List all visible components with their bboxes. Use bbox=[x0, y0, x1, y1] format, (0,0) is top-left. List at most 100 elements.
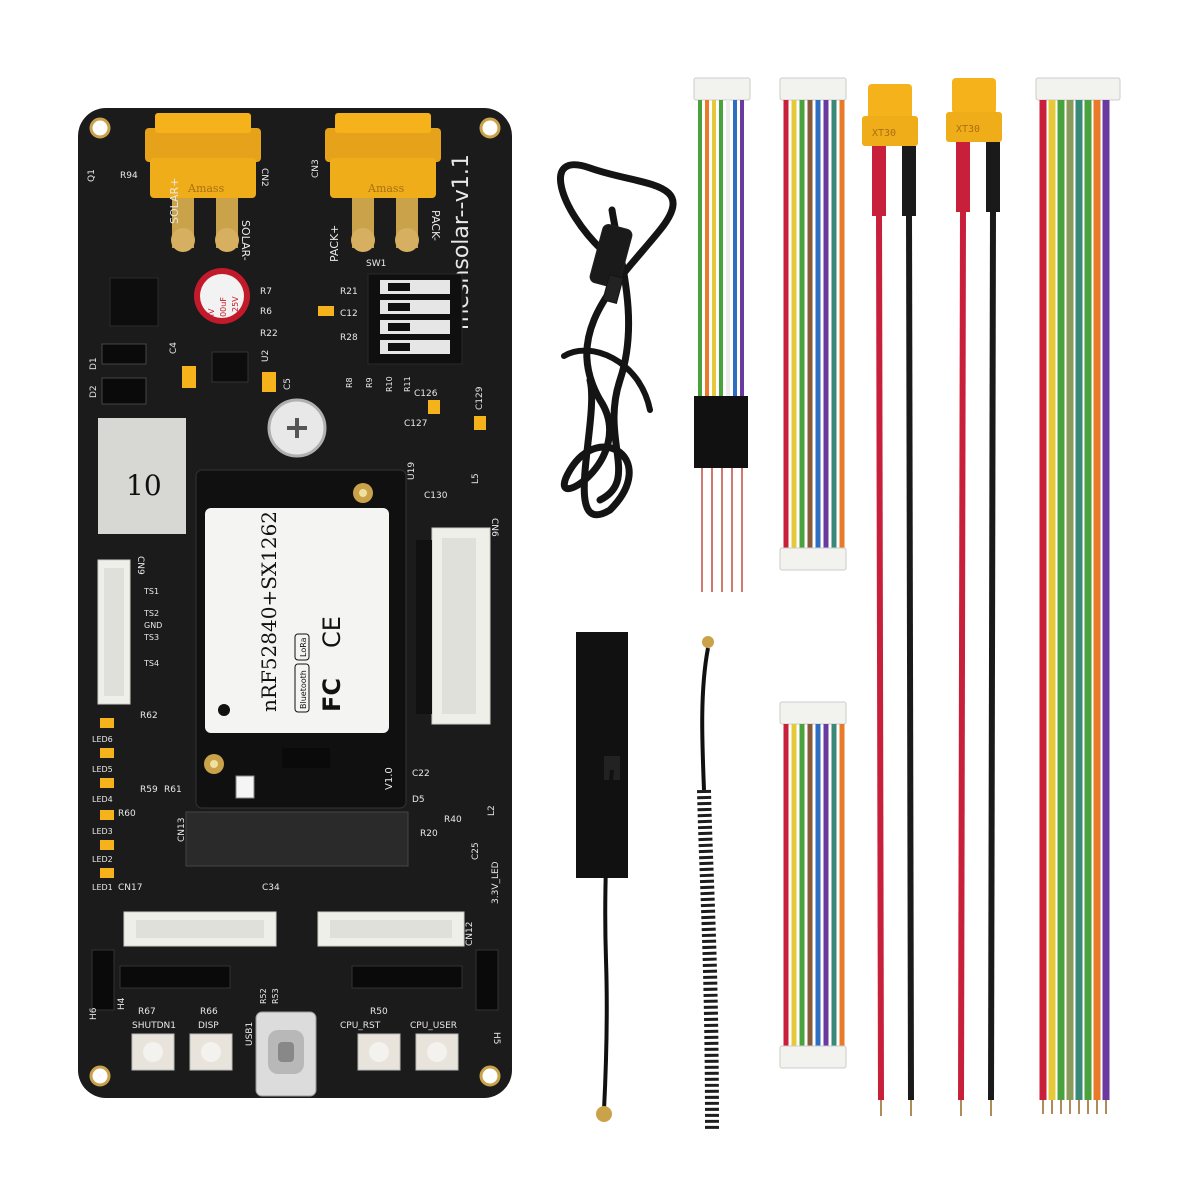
fcc-text: FC bbox=[318, 678, 346, 712]
silk-ts3: TS3 bbox=[143, 633, 159, 642]
right-vertical-header bbox=[416, 527, 491, 725]
bottom-right-header bbox=[317, 911, 465, 947]
silk-c5: C5 bbox=[283, 378, 293, 390]
silk-r7: R7 bbox=[260, 287, 272, 297]
xt30-solar-connector: Amass bbox=[145, 113, 261, 252]
silk-cn12: CN12 bbox=[465, 922, 475, 946]
jst-harness-short-top bbox=[779, 77, 847, 571]
disp-button bbox=[189, 1033, 233, 1071]
jst-harness-flying-leads bbox=[693, 77, 751, 592]
silk-u19: U19 bbox=[407, 462, 417, 480]
silk-cn9: CN9 bbox=[135, 556, 145, 575]
silk-cn3: CN3 bbox=[311, 159, 321, 178]
silk-r52: R52 bbox=[259, 988, 268, 1004]
silk-d5: D5 bbox=[412, 795, 425, 805]
silk-usb1: USB1 bbox=[245, 1022, 255, 1046]
jst-harness-short-bottom bbox=[779, 701, 847, 1069]
silk-r6: R6 bbox=[260, 307, 272, 317]
mounting-screw bbox=[267, 398, 327, 458]
bluetooth-badge: Bluetooth bbox=[299, 670, 308, 709]
silk-r20: R20 bbox=[420, 829, 438, 839]
module-title: nRF52840+SX1262 bbox=[257, 511, 281, 712]
connector-brand-label: Amass bbox=[187, 182, 225, 195]
bottom-left-header bbox=[123, 911, 277, 947]
silk-c34: C34 bbox=[262, 883, 280, 893]
silk-r94: R94 bbox=[120, 171, 138, 181]
xt30-label-1: XT30 bbox=[872, 128, 896, 139]
silk-r22: R22 bbox=[260, 329, 278, 339]
silk-r53: R53 bbox=[271, 988, 280, 1004]
silk-led4: LED4 bbox=[92, 795, 113, 804]
silk-r10: R10 bbox=[385, 376, 394, 392]
xt30-label-2: XT30 bbox=[956, 124, 980, 135]
xt30-cable-2: XT30 bbox=[946, 78, 1002, 1116]
silk-r9: R9 bbox=[365, 377, 374, 388]
silk-cpu-rst: CPU_RST bbox=[340, 1021, 381, 1031]
silk-r59: R59 bbox=[140, 785, 158, 795]
silk-pack-minus: PACK- bbox=[429, 210, 442, 241]
silk-pack-plus: PACK+ bbox=[328, 225, 341, 262]
module-version: V1.0 bbox=[384, 767, 395, 790]
silk-cn17: CN17 bbox=[118, 883, 142, 893]
silk-c25: C25 bbox=[471, 842, 481, 860]
silk-r11: R11 bbox=[403, 376, 412, 392]
silk-c4: C4 bbox=[169, 342, 179, 354]
silk-r60: R60 bbox=[118, 809, 136, 819]
silk-ts2: TS2 bbox=[143, 609, 159, 618]
silk-cn2: CN2 bbox=[259, 168, 269, 187]
silk-led3: LED3 bbox=[92, 827, 113, 836]
silk-h6: H6 bbox=[89, 1007, 99, 1020]
silk-r8: R8 bbox=[345, 377, 354, 388]
silk-cn6: CN6 bbox=[489, 518, 499, 537]
shutdown-button bbox=[131, 1033, 175, 1071]
meshsolar-pcb-board: Amass Amass SOLAR- SOLAR+ PACK+ PACK- CN… bbox=[78, 108, 512, 1098]
silk-gnd: GND bbox=[144, 621, 162, 630]
silk-led5: LED5 bbox=[92, 765, 113, 774]
cpu-user-button bbox=[415, 1033, 459, 1071]
silk-r40: R40 bbox=[444, 815, 462, 825]
cpu-rst-button bbox=[357, 1033, 401, 1071]
silk-c12: C12 bbox=[340, 309, 358, 319]
jst-harness-long bbox=[1035, 77, 1121, 1114]
silk-c130: C130 bbox=[424, 491, 448, 501]
electrolytic-capacitor: HV 100uF 25V bbox=[194, 268, 250, 324]
left-vertical-header bbox=[97, 559, 131, 705]
silk-solar-minus: SOLAR- bbox=[239, 220, 252, 261]
silk-solar-plus: SOLAR+ bbox=[168, 178, 181, 224]
ce-text: CE bbox=[318, 616, 346, 648]
xt30-cable-1: XT30 bbox=[862, 84, 918, 1116]
usb-c-port-icon bbox=[255, 1011, 317, 1097]
flat-pcb-antenna bbox=[576, 632, 628, 1122]
dip-switch-sw1 bbox=[367, 273, 463, 365]
cap-text-hv: HV bbox=[207, 308, 216, 320]
silk-h4: H4 bbox=[117, 997, 127, 1010]
silk-3v3-led: 3.3V_LED bbox=[491, 861, 501, 904]
silk-r28: R28 bbox=[340, 333, 358, 343]
silk-c22: C22 bbox=[412, 769, 430, 779]
silk-l5: L5 bbox=[471, 473, 481, 484]
silk-shutdown: SHUTDN1 bbox=[132, 1021, 176, 1031]
silk-q1: Q1 bbox=[87, 169, 97, 182]
silk-c126: C126 bbox=[414, 389, 438, 399]
silk-cn13: CN13 bbox=[177, 818, 187, 842]
silk-r21: R21 bbox=[340, 287, 358, 297]
xt30-pack-connector: Amass bbox=[325, 113, 441, 252]
usb-cable bbox=[557, 161, 677, 519]
silk-r62: R62 bbox=[140, 711, 158, 721]
spring-antenna bbox=[697, 636, 719, 1131]
sticker-number: 10 bbox=[126, 469, 162, 502]
silk-cpu-user: CPU_USER bbox=[410, 1021, 457, 1031]
silk-led2: LED2 bbox=[92, 855, 113, 864]
silk-r61: R61 bbox=[164, 785, 182, 795]
silk-d2: D2 bbox=[89, 385, 99, 398]
silk-r67: R67 bbox=[138, 1007, 156, 1017]
nrf52840-sx1262-module: nRF52840+SX1262 Bluetooth LoRa FC CE V1.… bbox=[195, 469, 407, 809]
silk-l2: L2 bbox=[487, 805, 497, 816]
silk-r50: R50 bbox=[370, 1007, 388, 1017]
silk-c127: C127 bbox=[404, 419, 427, 429]
silk-ts4: TS4 bbox=[143, 659, 159, 668]
cap-text-25v: 25V bbox=[231, 296, 240, 312]
lora-badge: LoRa bbox=[299, 637, 308, 657]
number-sticker: 10 bbox=[98, 418, 186, 534]
